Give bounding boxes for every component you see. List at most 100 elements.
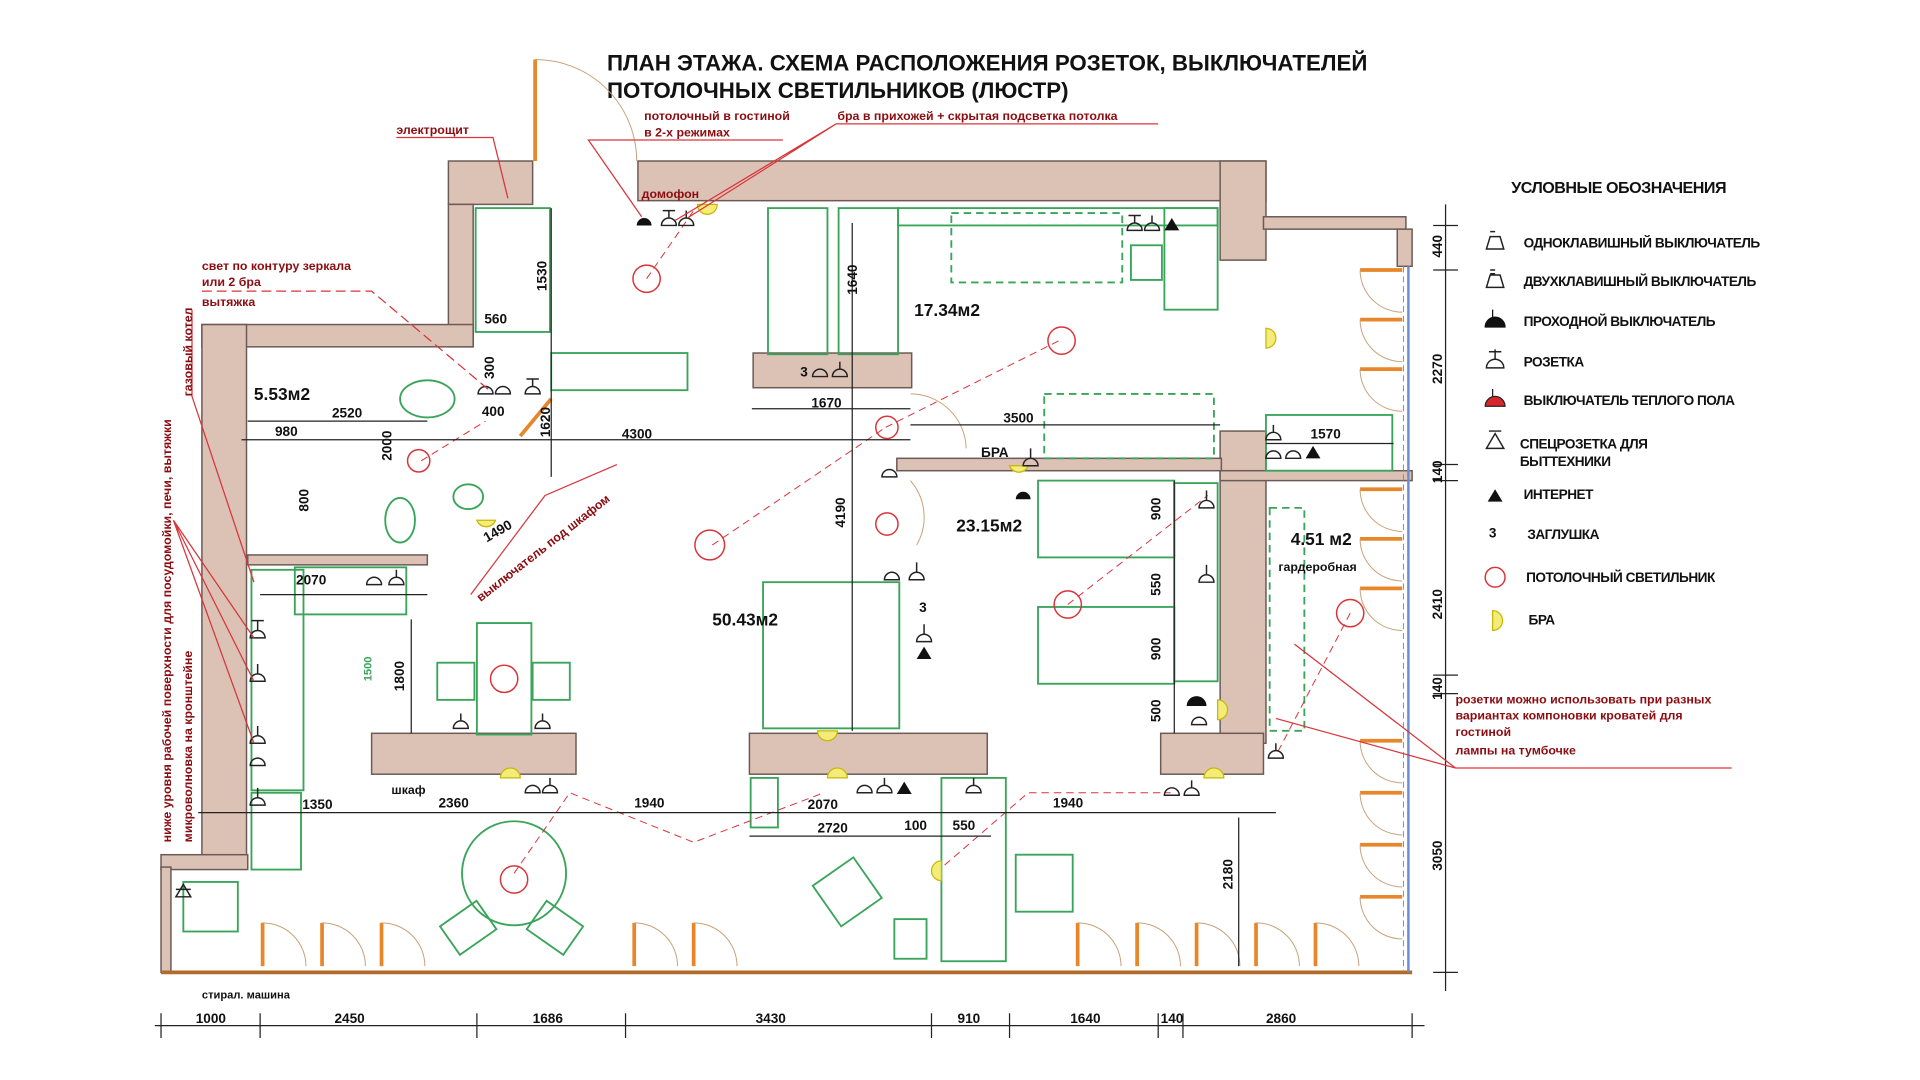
dim-right: 140 [1430,677,1445,700]
dim: 1570 [1311,426,1342,441]
dim: 3500 [1003,410,1034,425]
dim: 2000 [379,430,394,461]
wall-lamp-icon [930,860,943,882]
room-area-wardrobe: 4.51 м2 [1291,529,1352,549]
room-area-kitchen: 17.34м2 [914,300,980,320]
double-switch-icon [1485,269,1505,289]
dim-right: 2270 [1430,353,1445,384]
pass-switch-icon [1186,696,1207,707]
single-switch-icon [1485,230,1505,250]
ceiling-light-icon [1484,566,1506,588]
internet-icon [916,646,932,659]
dim: 1350 [302,797,333,812]
dim: 1500 [363,657,375,682]
ceiling-light-icon [694,529,726,561]
note-hall-bra: бра в прихожей + скрытая подсветка потол… [837,109,1117,123]
wall-lamp-icon [476,519,497,528]
wall-lamp-icon [1217,699,1229,721]
socket-icon [660,209,678,227]
wall-lamp-icon [816,730,838,742]
sockets: 3 3 [174,209,1321,898]
washer-label: стирал. машина [202,989,291,1001]
socket-icon [1265,424,1302,460]
dim-bottom: 1640 [1070,1011,1101,1026]
walls [160,160,1413,975]
dim: 2070 [296,573,327,588]
dim: 100 [904,818,927,833]
note-bedroom-1: розетки можно использовать при разных [1455,693,1711,707]
room-area-bath: 5.53м2 [254,384,310,404]
dim: 4190 [833,497,848,528]
socket-icon [678,210,695,227]
dim: 1530 [534,260,549,291]
dim: 2520 [332,405,363,420]
note-hood: вытяжка [202,295,255,309]
window-doors-bottom [260,922,1360,967]
note-microwave: микроволновка на кронштейне [181,651,195,843]
dim: 2720 [818,820,849,835]
dim-right: 3050 [1430,840,1445,871]
dim: 4300 [622,426,653,441]
dim-bottom: 2860 [1266,1011,1297,1026]
wardrobe-label: гардеробная [1278,560,1356,574]
socket-icon [883,562,933,643]
dim-bottom: 910 [958,1011,981,1026]
cabinet-label: шкаф [391,783,425,797]
internet-icon [896,781,912,795]
wall-lamp-icon [826,767,848,779]
dim-bottom: 1000 [196,1011,227,1026]
legend-label: ПОТОЛОЧНЫЙ СВЕТИЛЬНИК [1526,570,1716,585]
dim: 900 [1149,637,1164,660]
appliance-socket-icon [1485,430,1506,450]
socket-icon [1267,743,1285,759]
note-mirror-1: свет по контуру зеркала [202,259,351,273]
socket-icon [881,448,1039,478]
switch-icon [524,777,559,794]
ceiling-light-icon [406,448,431,473]
internet-icon [1487,489,1503,502]
room-labels: 17.34м2 5.53м2 50.43м2 23.15м2 4.51 м2 г… [202,300,1357,1002]
legend-title: УСЛОВНЫЕ ОБОЗНАЧЕНИЯ [1511,179,1726,197]
note-tv: выключатель под шкафом [474,492,613,605]
pass-switch-icon [1015,491,1031,500]
note-ceiling-living-2: в 2-х режимах [644,125,730,139]
note-ceiling-living-1: потолочный в гостиной [644,109,790,123]
bra-label: БРА [981,445,1009,460]
dim: 1940 [1053,796,1084,811]
plan-title-line1: ПЛАН ЭТАЖА. СХЕМА РАСПОЛОЖЕНИЯ РОЗЕТОК, … [607,51,1367,76]
dim: 2070 [808,797,839,812]
note-bedroom-2: вариантах компоновки кроватей для [1455,709,1682,723]
dim: 300 [482,356,497,379]
legend-label: БРА [1529,612,1556,627]
socket-icon [1485,349,1505,369]
annotations: электрощит потолочный в гостиной в 2-х р… [160,109,1732,842]
dimension-lines [154,204,1458,1039]
plug-mark: 3 [800,365,808,380]
socket-icon [1126,214,1161,232]
legend-label: ДВУХКЛАВИШНЫЙ ВЫКЛЮЧАТЕЛЬ [1524,274,1757,289]
pass-switch-icon [1484,309,1506,328]
legend: УСЛОВНЫЕ ОБОЗНАЧЕНИЯ ОДНОКЛАВИШНЫЙ ВЫКЛЮ… [1484,179,1761,632]
dim: 900 [1149,497,1164,520]
wall-lamp-icon [1203,767,1225,779]
ceiling-light-icon [875,512,899,536]
dim: 2180 [1221,859,1236,890]
appliance-socket-icon [174,882,193,898]
wall-lamp-icon [696,203,718,215]
legend-label: ИНТЕРНЕТ [1524,487,1595,502]
floor-heating-switch-icon [1484,388,1506,407]
socket-icon [452,713,551,730]
note-boiler: газовый котел [181,307,195,396]
legend-label: СПЕЦРОЗЕТКА ДЛЯ [1520,436,1648,451]
dim: 1640 [845,264,860,295]
legend-label: БЫТТЕХНИКИ [1520,454,1611,469]
wall-lamps [476,203,1277,882]
ceiling-light-icon [1335,598,1365,628]
ceiling-light-icon [1053,590,1083,619]
socket-icon [1198,490,1215,583]
legend-label: РОЗЕТКА [1524,355,1585,370]
legend-label: ОДНОКЛАВИШНЫЙ ВЫКЛЮЧАТЕЛЬ [1524,236,1761,251]
dim: 2360 [438,796,469,811]
dim: 800 [296,488,311,511]
note-bedroom-4: лампы на тумбочке [1455,743,1576,757]
